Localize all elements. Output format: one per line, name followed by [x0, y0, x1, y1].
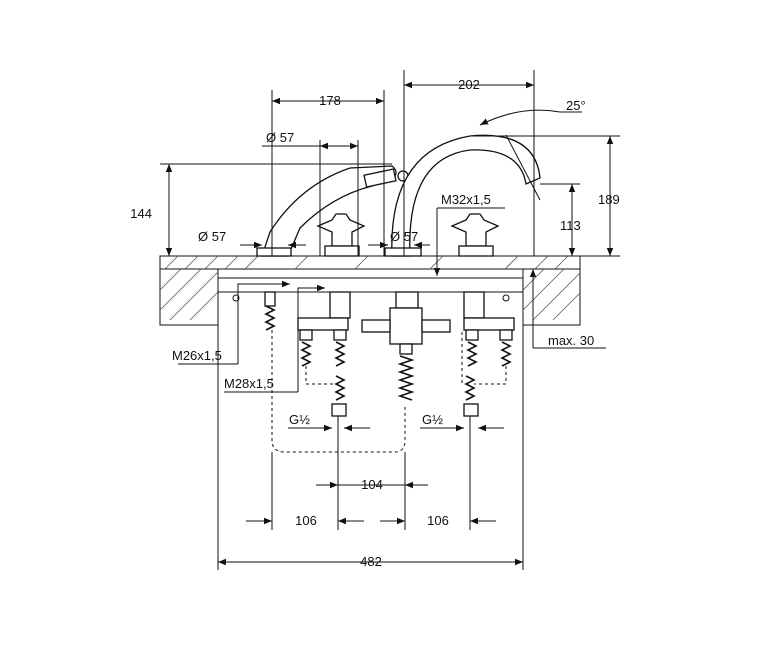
thread-m26-label: M26x1,5: [172, 348, 222, 363]
dia-57-mid-label: Ø 57: [390, 229, 418, 244]
g-half-left-label: G½: [289, 412, 310, 427]
dimension-labels: 178 202 25° Ø 57 144 189 113 M32x1,5 Ø 5…: [130, 77, 619, 569]
thread-m32-label: M32x1,5: [441, 192, 491, 207]
dim-189-label: 189: [598, 192, 620, 207]
g-half-right-label: G½: [422, 412, 443, 427]
left-cross-handle: [316, 213, 366, 257]
left-block-hatching: [159, 268, 219, 321]
deck-section: [159, 255, 581, 326]
under-deck-assembly: [264, 291, 515, 453]
dia-57-left-label: Ø 57: [198, 229, 226, 244]
dimension-lines: [160, 70, 620, 570]
dim-106-right-label: 106: [427, 513, 449, 528]
dim-113-label: 113: [560, 218, 581, 233]
max-30-label: max. 30: [548, 333, 594, 348]
dim-106-left-label: 106: [295, 513, 317, 528]
dim-202-label: 202: [458, 77, 480, 92]
dia-57-top-label: Ø 57: [266, 130, 294, 145]
deck-hatching: [164, 255, 569, 270]
dim-178-label: 178: [319, 93, 341, 108]
dim-144-label: 144: [130, 206, 152, 221]
hand-shower: [256, 165, 409, 257]
right-cross-handle: [450, 213, 500, 257]
thread-m28-label: M28x1,5: [224, 376, 274, 391]
angle-25-label: 25°: [566, 98, 586, 113]
dim-482-label: 482: [360, 554, 382, 569]
mounting-plate: [217, 277, 524, 293]
spout: [384, 134, 541, 257]
right-block-hatching: [522, 268, 581, 321]
dim-104-label: 104: [361, 477, 383, 492]
